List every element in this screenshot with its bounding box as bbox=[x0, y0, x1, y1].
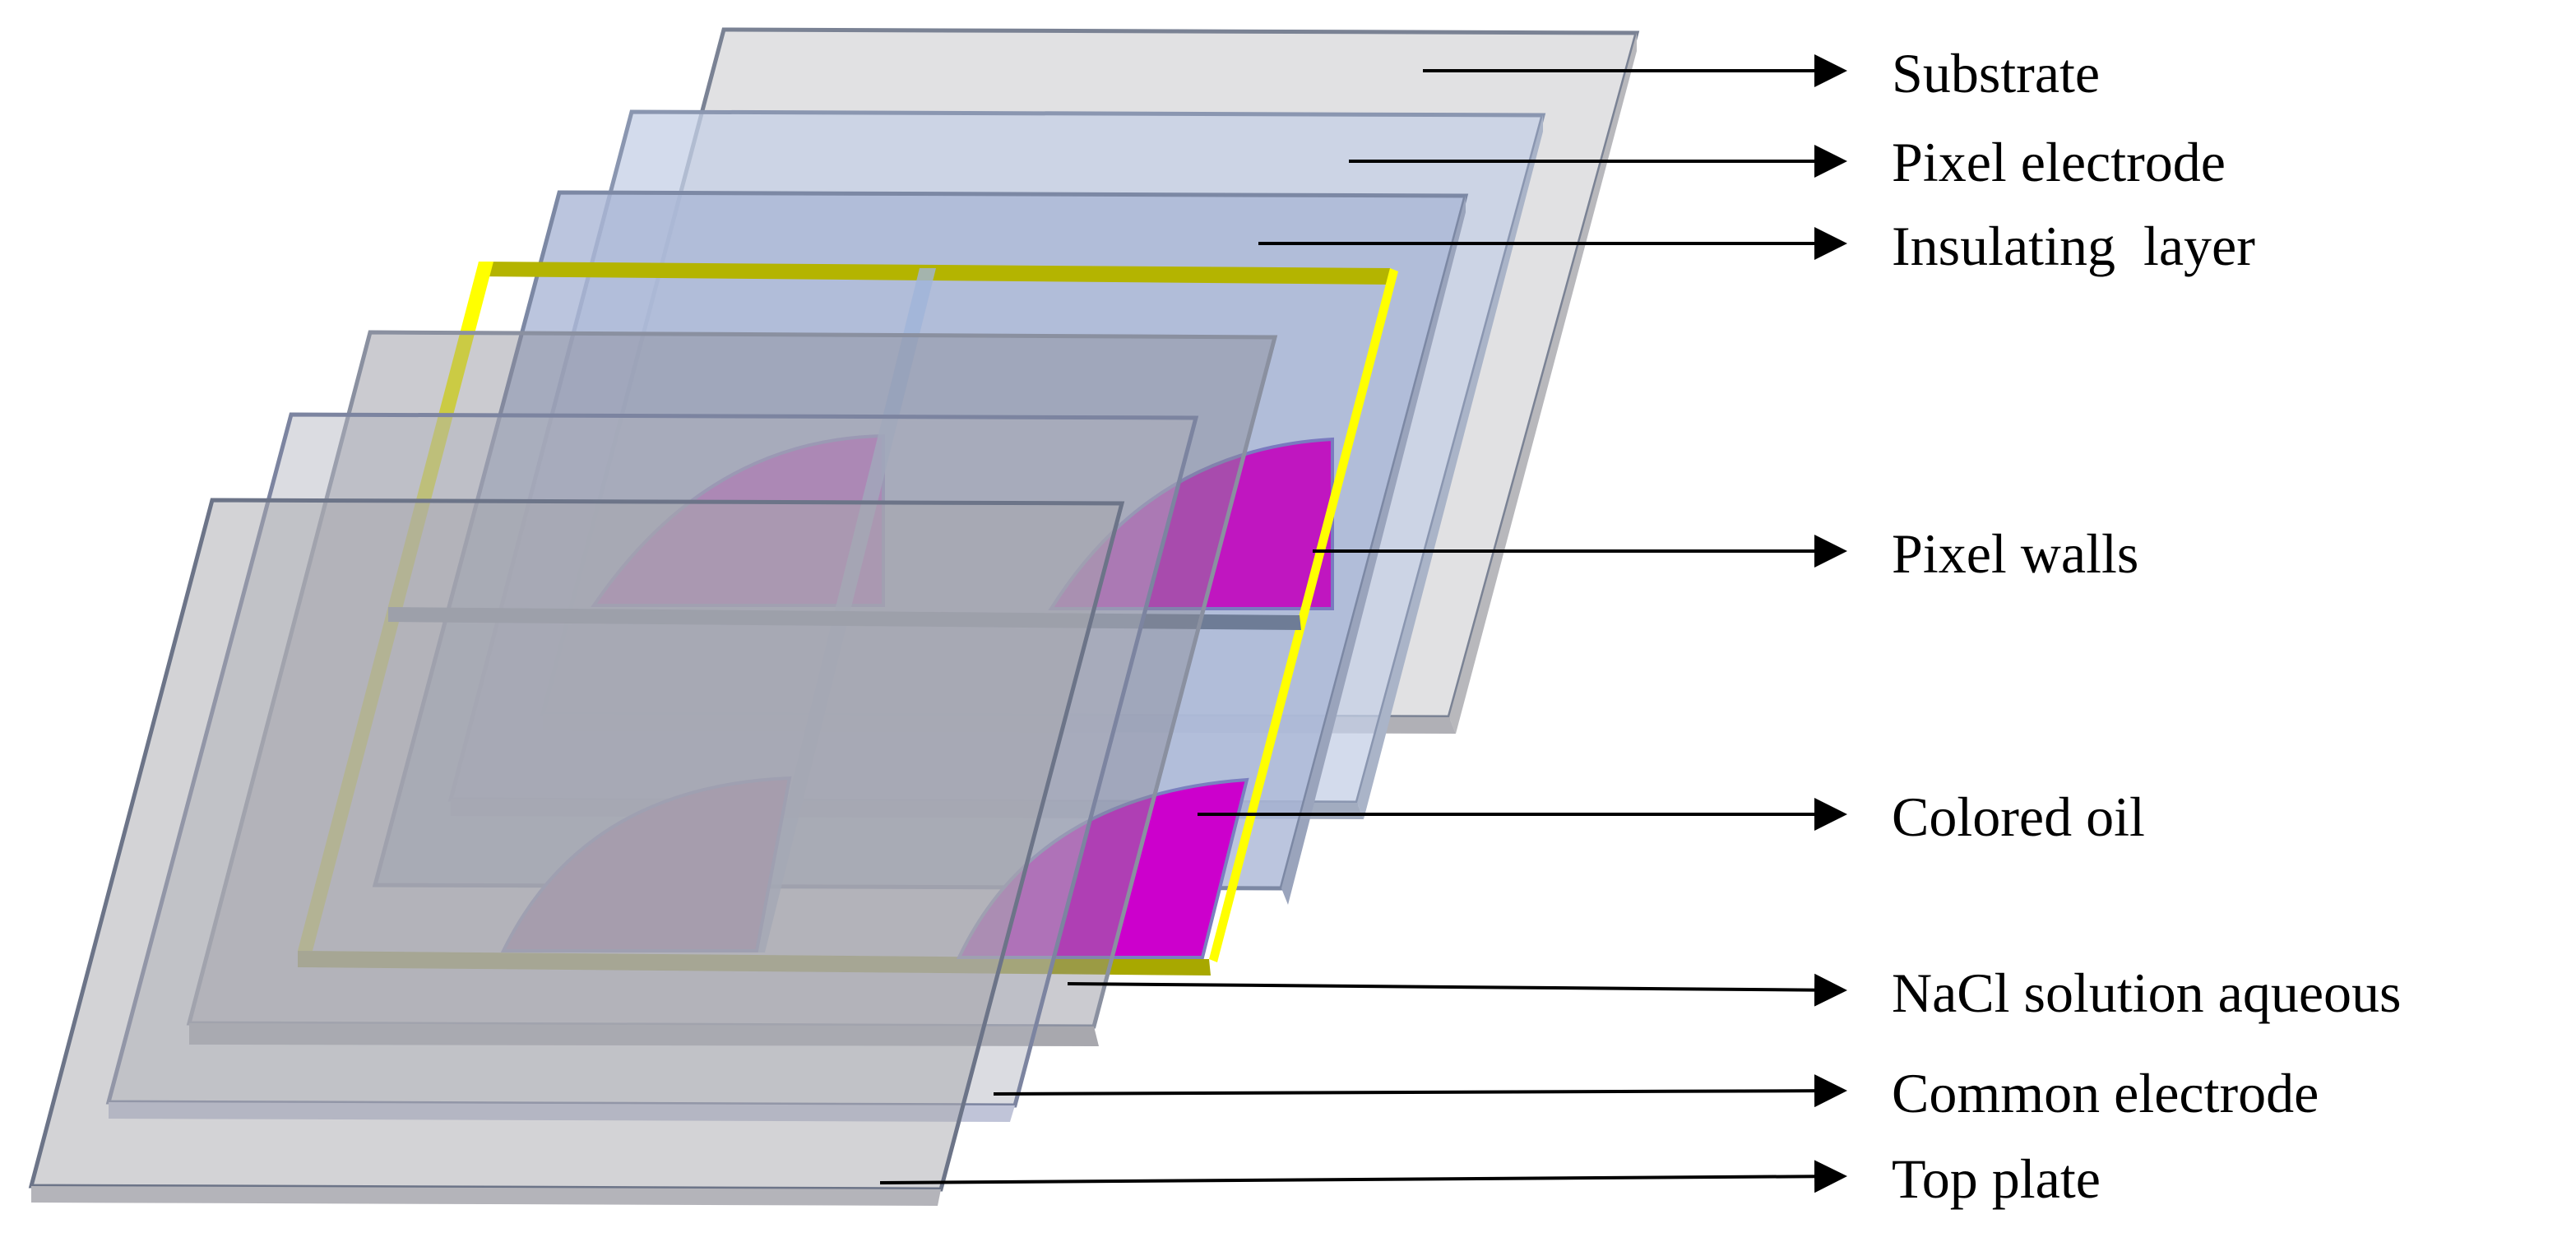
label-pixel-walls: Pixel walls bbox=[1892, 522, 2138, 585]
top-plate-layer bbox=[28, 498, 1125, 1206]
label-common-electrode: Common electrode bbox=[1892, 1062, 2319, 1124]
label-top-plate: Top plate bbox=[1892, 1147, 2101, 1210]
layer-labels: Substrate Pixel electrode Insulating lay… bbox=[1892, 42, 2402, 1210]
label-nacl-solution: NaCl solution aqueous bbox=[1892, 962, 2402, 1024]
leader-common-electrode bbox=[993, 1074, 1847, 1108]
leader-top-plate bbox=[879, 1160, 1847, 1193]
leader-lines bbox=[879, 54, 1847, 1193]
label-pixel-electrode: Pixel electrode bbox=[1892, 131, 2226, 193]
label-colored-oil: Colored oil bbox=[1892, 786, 2145, 848]
label-substrate: Substrate bbox=[1892, 42, 2100, 104]
leader-nacl-solution bbox=[1067, 973, 1847, 1007]
label-insulating-layer: Insulating layer bbox=[1892, 215, 2255, 277]
